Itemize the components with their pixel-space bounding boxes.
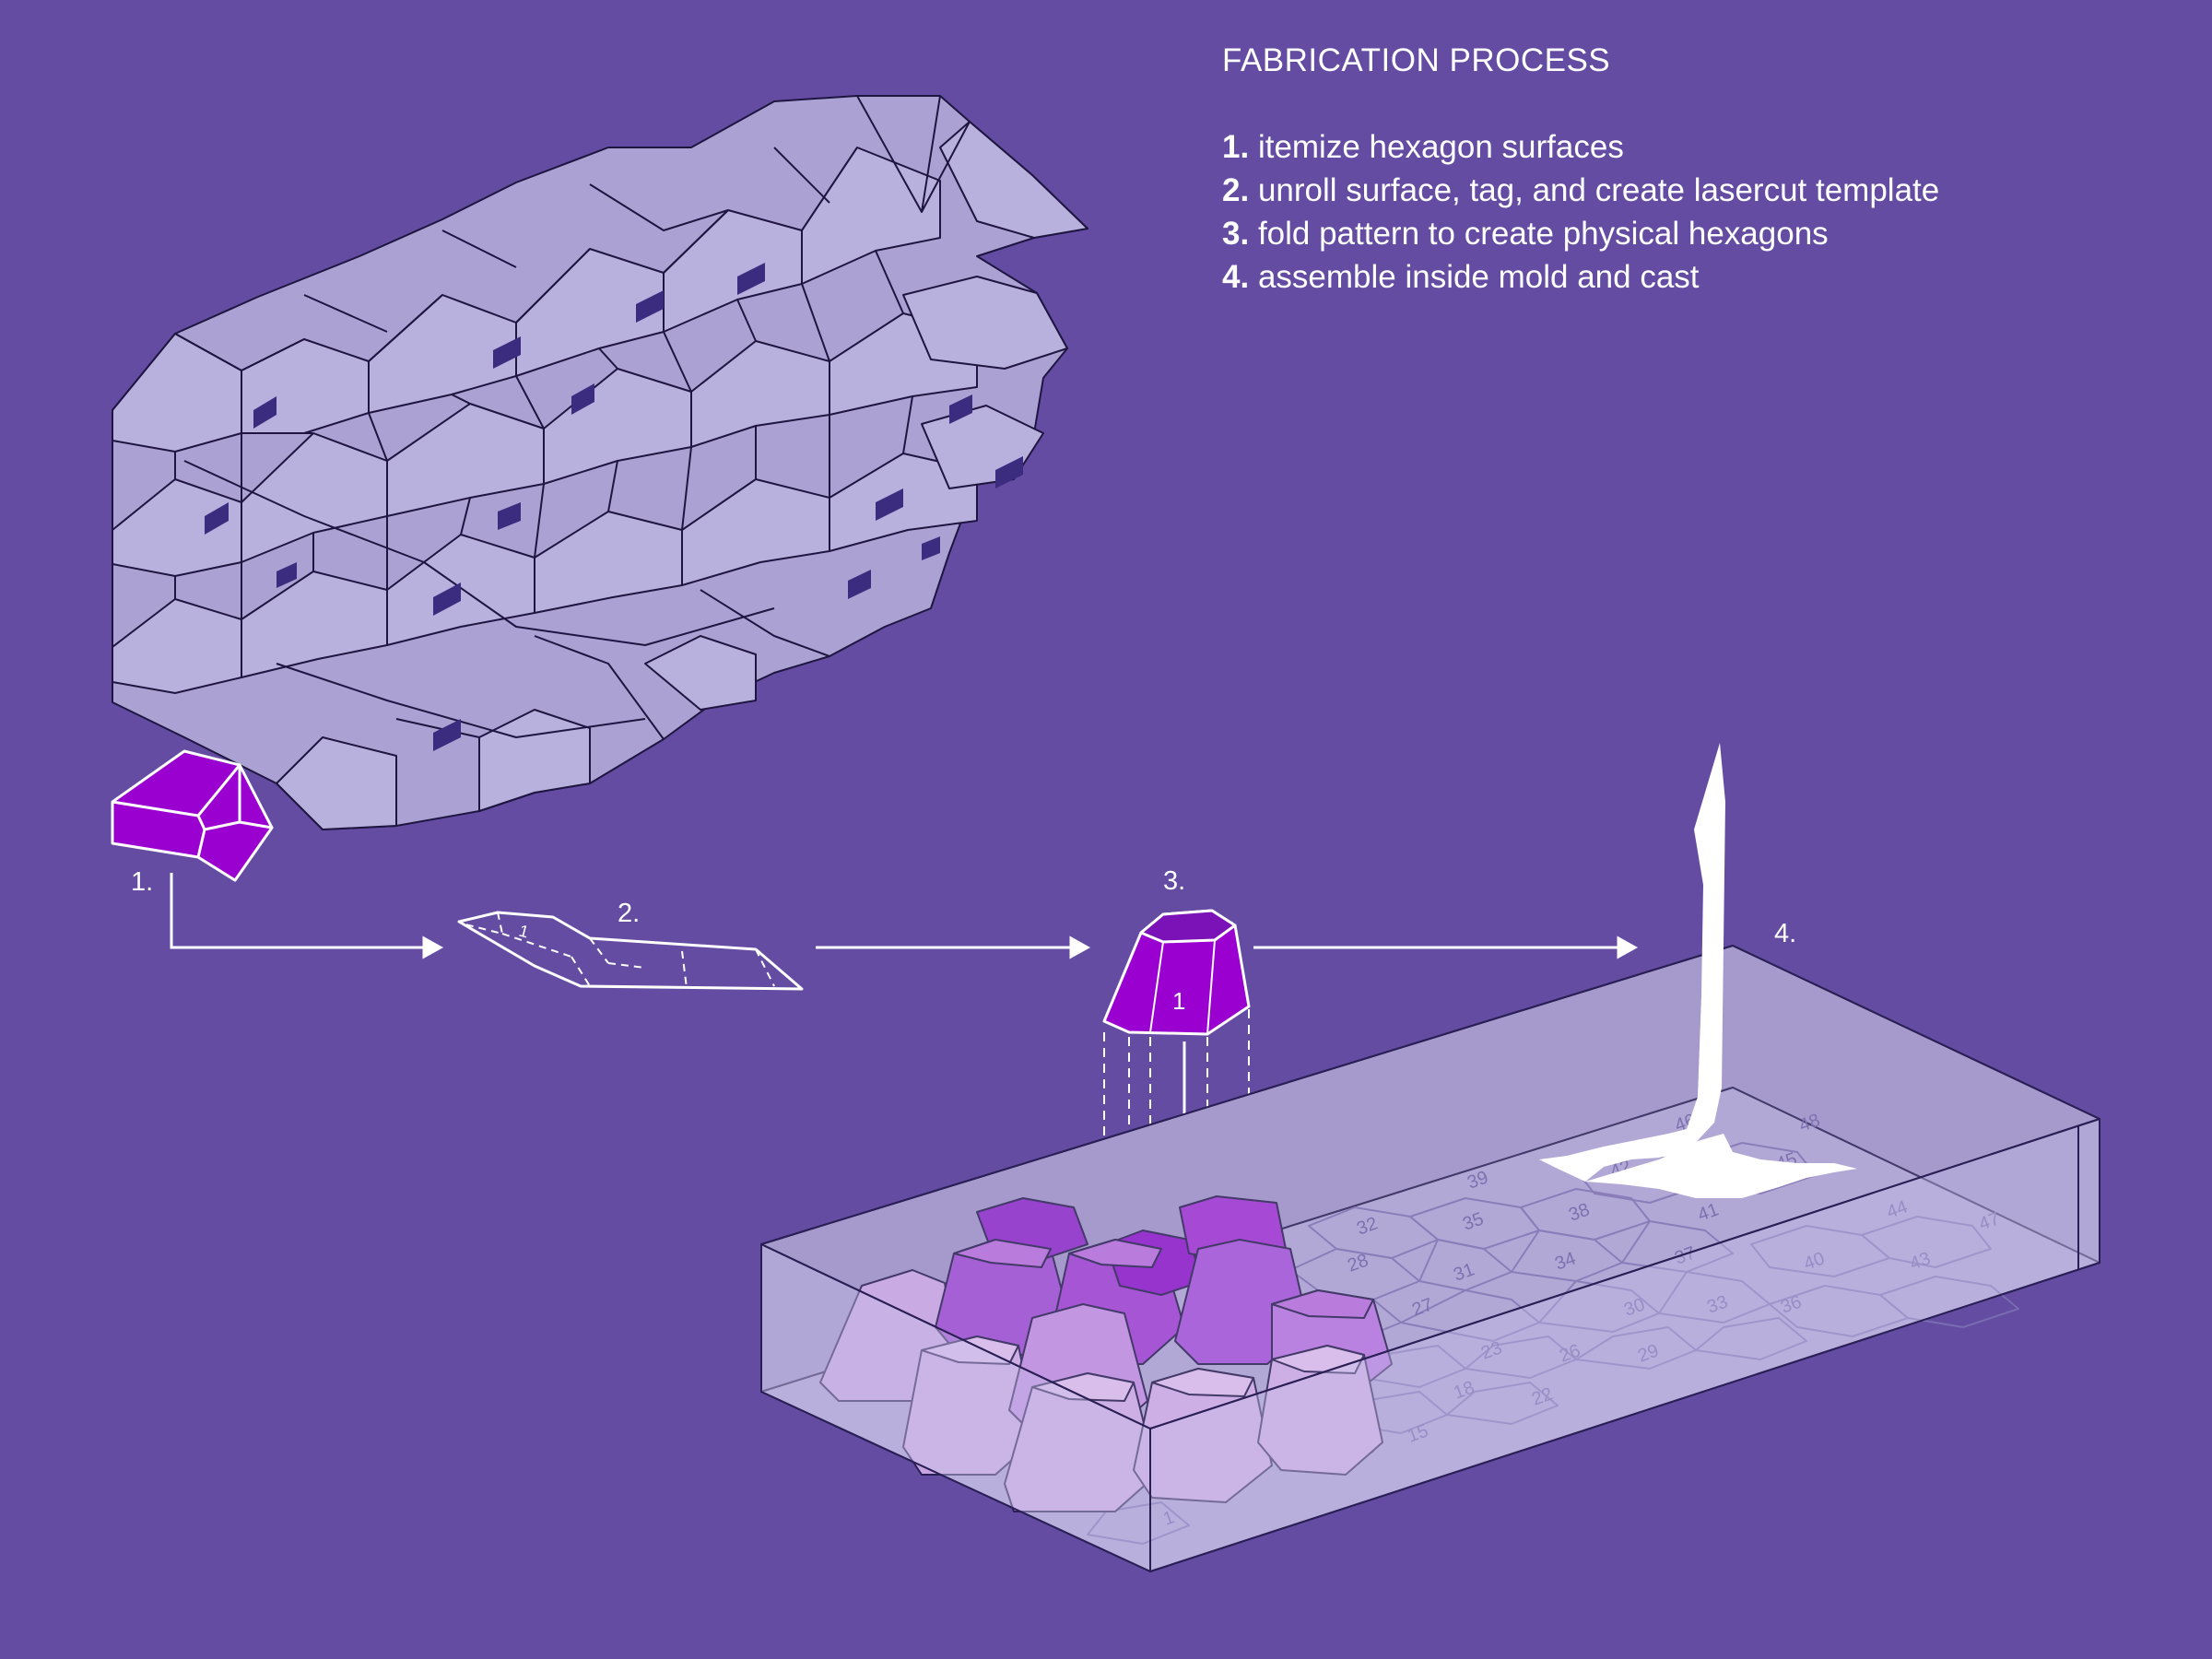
arrow-1-to-2 [170,873,444,959]
step-4-label: 4. [1774,919,1796,948]
faceted-hexagon-surface [112,95,1088,830]
step-item: 2. unroll surface, tag, and create laser… [1222,169,1939,212]
process-steps: 1. itemize hexagon surfaces 2. unroll su… [1222,125,1939,299]
cast-pour [1539,743,1857,1198]
step-number: 3. [1222,216,1250,252]
itemized-hexagon [111,749,274,882]
step-item: 4. assemble inside mold and cast [1222,255,1939,299]
template-tag: 1 [517,922,531,942]
step-item: 3. fold pattern to create physical hexag… [1222,212,1939,255]
step-2-label: 2. [618,899,640,928]
step-number: 4. [1222,259,1250,295]
folded-hexagon-module [1102,909,1251,1036]
step-1-label: 1. [131,867,153,897]
module-tag: 1 [1172,987,1185,1015]
page-title: FABRICATION PROCESS [1222,42,1611,78]
step-item: 1. itemize hexagon surfaces [1222,125,1939,169]
step-text: fold pattern to create physical hexagons [1257,216,1829,252]
step-3-label: 3. [1163,866,1185,896]
step-text: unroll surface, tag, and create lasercut… [1257,172,1940,208]
step-text: assemble inside mold and cast [1257,259,1700,295]
step-text: itemize hexagon surfaces [1257,129,1624,165]
step-number: 2. [1222,172,1250,208]
casting-mold: 1 15 18 22 23 26 27 28 29 30 31 32 33 34… [760,945,2100,1572]
arrow-2-to-3 [816,935,1091,959]
lasercut-template [457,911,804,991]
arrow-3-to-4 [1253,935,1639,959]
step-number: 1. [1222,129,1250,165]
